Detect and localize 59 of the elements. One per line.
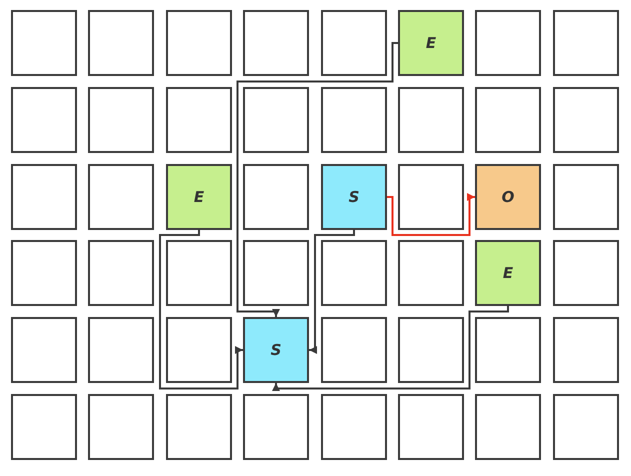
grid-square xyxy=(553,10,619,76)
grid-square xyxy=(88,10,154,76)
grid-square xyxy=(398,317,464,383)
grid-square xyxy=(88,240,154,306)
grid-square xyxy=(398,87,464,153)
arrow xyxy=(272,306,509,391)
grid-square xyxy=(11,87,77,153)
grid-square xyxy=(553,317,619,383)
grid-square xyxy=(88,317,154,383)
grid-square xyxy=(321,87,387,153)
arrow xyxy=(309,230,355,354)
grid-square xyxy=(475,164,541,230)
arrow xyxy=(159,230,243,390)
grid-square xyxy=(243,317,309,383)
grid-square xyxy=(166,317,232,383)
grid-square xyxy=(11,164,77,230)
grid-square xyxy=(11,240,77,306)
grid-square xyxy=(553,394,619,460)
grid-square xyxy=(88,394,154,460)
node-label: S xyxy=(348,188,360,206)
grid-square xyxy=(243,240,309,306)
grid-square xyxy=(243,394,309,460)
grid-square xyxy=(88,164,154,230)
grid-square xyxy=(166,240,232,306)
grid-square xyxy=(321,317,387,383)
grid-square xyxy=(166,164,232,230)
grid-square xyxy=(166,87,232,153)
grid-square xyxy=(243,10,309,76)
grid-square xyxy=(398,164,464,230)
grid-square xyxy=(321,10,387,76)
arrow xyxy=(387,193,475,236)
grid-square xyxy=(475,317,541,383)
grid-square xyxy=(553,164,619,230)
grid-square xyxy=(398,240,464,306)
grid-square xyxy=(88,87,154,153)
grid-square xyxy=(11,394,77,460)
grid-square xyxy=(243,164,309,230)
grid-square xyxy=(166,394,232,460)
grid-square xyxy=(475,240,541,306)
node-label: O xyxy=(502,188,514,206)
grid-square xyxy=(321,394,387,460)
arrow xyxy=(236,42,398,317)
grid-square xyxy=(321,164,387,230)
grid-square xyxy=(553,87,619,153)
grid-square xyxy=(243,87,309,153)
node-label: E xyxy=(426,34,436,52)
grid-square xyxy=(11,317,77,383)
grid-square xyxy=(166,10,232,76)
grid-square xyxy=(475,10,541,76)
grid-square xyxy=(398,394,464,460)
grid-square xyxy=(11,10,77,76)
grid-square xyxy=(475,394,541,460)
grid-square xyxy=(321,240,387,306)
grid-square xyxy=(475,87,541,153)
node-label: S xyxy=(270,341,282,359)
grid-square xyxy=(398,10,464,76)
node-label: E xyxy=(502,264,514,282)
grid-square xyxy=(553,240,619,306)
node-label: E xyxy=(194,188,204,206)
